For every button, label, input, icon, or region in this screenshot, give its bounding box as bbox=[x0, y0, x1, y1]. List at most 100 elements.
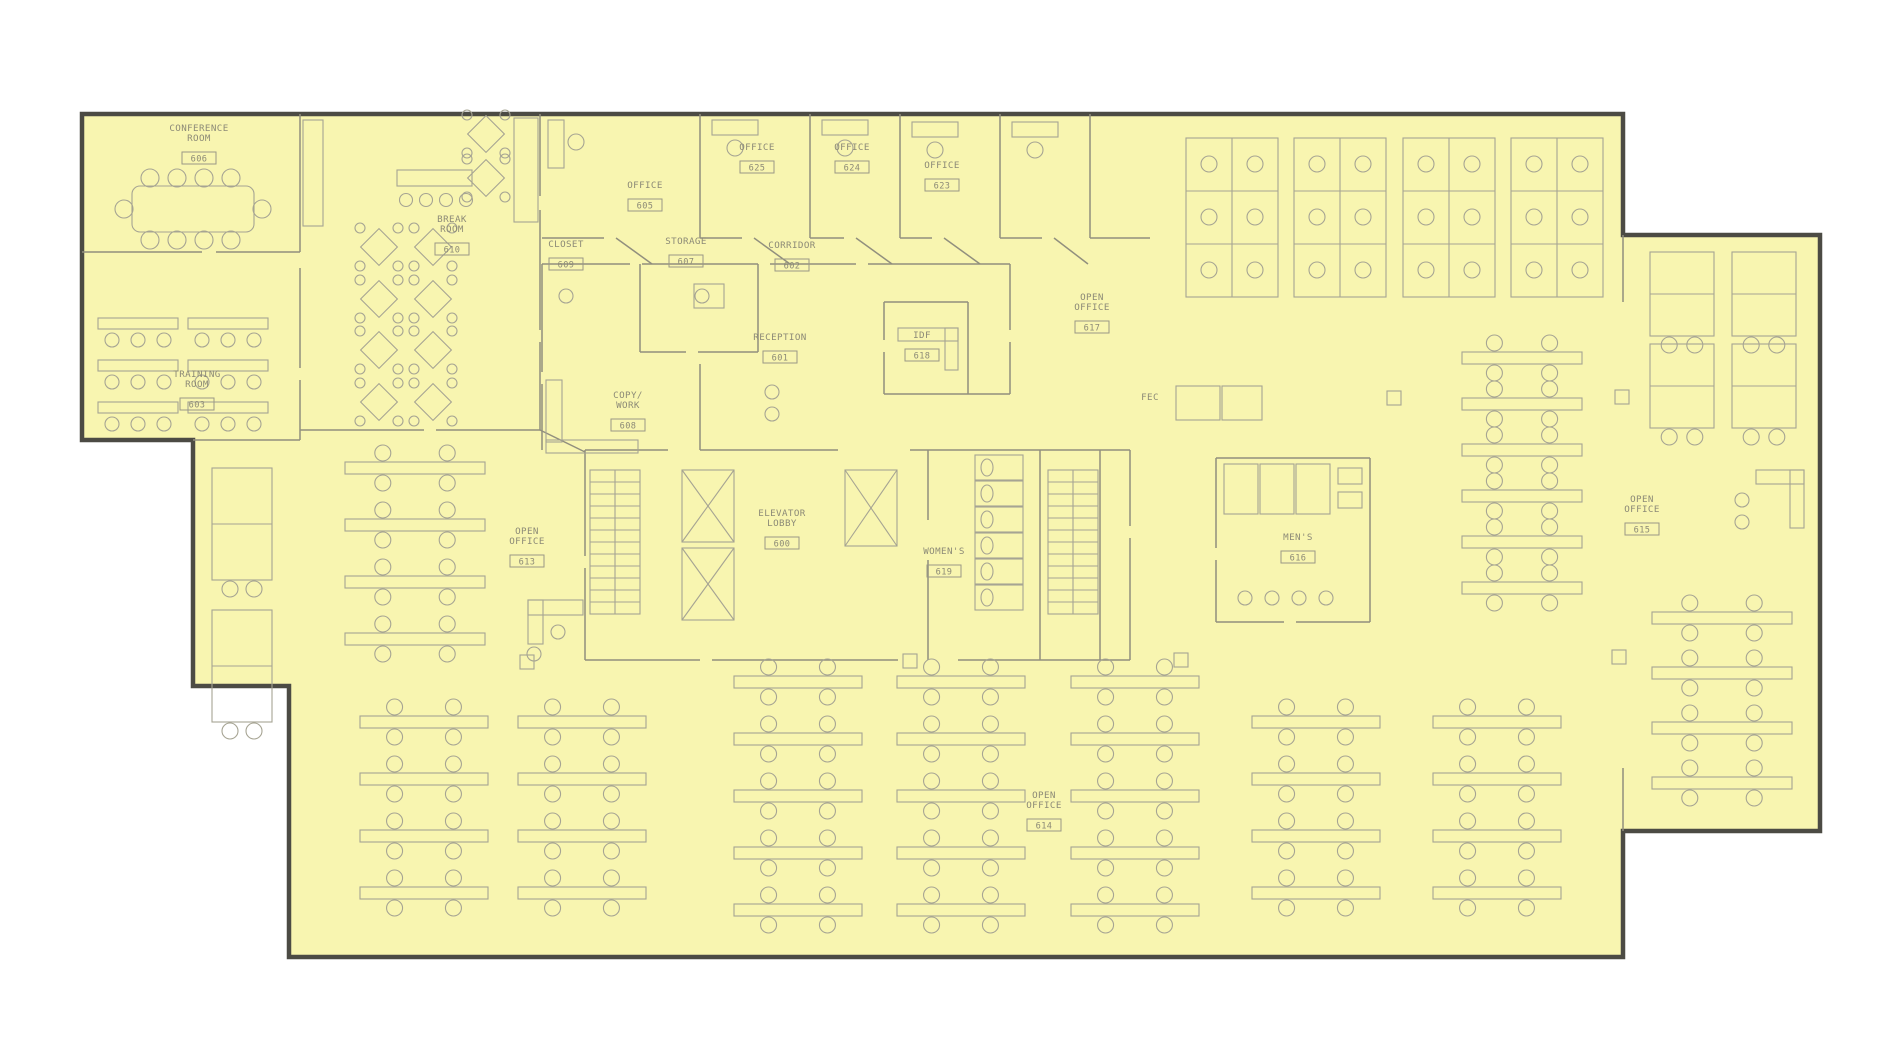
casework-rect bbox=[1175, 385, 1221, 421]
chair-icon bbox=[140, 168, 160, 188]
desk-surface bbox=[896, 903, 1026, 917]
column-icon bbox=[1611, 649, 1627, 665]
room-name: OFFICE bbox=[627, 180, 663, 191]
chair-icon bbox=[438, 531, 456, 549]
room-name: LOBBY bbox=[767, 518, 797, 529]
table-top bbox=[187, 359, 269, 372]
chair-icon bbox=[1308, 208, 1326, 226]
chair-icon bbox=[386, 842, 404, 860]
room-name: FEC bbox=[1141, 392, 1159, 403]
chair-icon bbox=[602, 899, 620, 917]
room-name: RECEPTION bbox=[753, 332, 806, 343]
chair-icon bbox=[1336, 785, 1354, 803]
room-name: IDF bbox=[913, 330, 931, 341]
chair-icon bbox=[1681, 649, 1699, 667]
table-top bbox=[359, 330, 399, 370]
chair-icon bbox=[1459, 899, 1477, 917]
chair-icon bbox=[386, 899, 404, 917]
chair-icon bbox=[1517, 698, 1535, 716]
chair-icon bbox=[1463, 155, 1481, 173]
desk-surface bbox=[733, 789, 863, 803]
chair-icon bbox=[408, 274, 420, 286]
chair-icon bbox=[392, 377, 404, 389]
table-top bbox=[97, 317, 179, 330]
chair-icon bbox=[1742, 336, 1760, 354]
chair-icon bbox=[1097, 658, 1115, 676]
chair-icon bbox=[438, 501, 456, 519]
chair-icon bbox=[461, 147, 473, 159]
chair-icon bbox=[1155, 658, 1173, 676]
chair-icon bbox=[130, 374, 146, 390]
desk-surface bbox=[1251, 715, 1381, 729]
chair-icon bbox=[220, 416, 236, 432]
chair-icon bbox=[1681, 704, 1699, 722]
office-desk bbox=[711, 119, 759, 136]
chair-icon bbox=[1745, 734, 1763, 752]
chair-icon bbox=[1097, 916, 1115, 934]
chair-icon bbox=[1200, 155, 1218, 173]
toilet-icon bbox=[980, 588, 994, 607]
chair-icon bbox=[1681, 759, 1699, 777]
toilet-icon bbox=[980, 536, 994, 555]
toilet-icon bbox=[980, 510, 994, 529]
chair-icon bbox=[923, 859, 941, 877]
chair-icon bbox=[1485, 594, 1503, 612]
desk-surface bbox=[1070, 675, 1200, 689]
desk-surface bbox=[344, 461, 486, 475]
chair-icon bbox=[1768, 336, 1786, 354]
chair-icon bbox=[386, 869, 404, 887]
chair-icon bbox=[1336, 698, 1354, 716]
chair-icon bbox=[499, 153, 511, 165]
interior-wall bbox=[753, 237, 791, 265]
desk-pair bbox=[1731, 251, 1797, 354]
chair-icon bbox=[981, 688, 999, 706]
room-number: 603 bbox=[189, 400, 206, 410]
chair-icon bbox=[140, 230, 160, 250]
chair-icon bbox=[1278, 842, 1296, 860]
break-counter bbox=[396, 169, 474, 208]
elevator-outline bbox=[681, 469, 735, 543]
chair-icon bbox=[760, 658, 778, 676]
room-name: OFFICE bbox=[739, 142, 775, 153]
chair-icon bbox=[1485, 472, 1503, 490]
chair-icon bbox=[818, 859, 836, 877]
chair-icon bbox=[923, 886, 941, 904]
chair-icon bbox=[374, 615, 392, 633]
column-icon bbox=[1614, 389, 1630, 405]
room-name: STORAGE bbox=[665, 236, 707, 247]
chair-icon bbox=[1278, 869, 1296, 887]
desk-surface bbox=[1651, 721, 1793, 735]
chair-icon bbox=[194, 168, 214, 188]
chair-icon bbox=[374, 444, 392, 462]
chair-icon bbox=[1745, 624, 1763, 642]
chair-icon bbox=[1485, 426, 1503, 444]
chair-icon bbox=[104, 374, 120, 390]
cafe-table bbox=[461, 109, 511, 159]
desk-surface bbox=[896, 732, 1026, 746]
cafe-table bbox=[408, 325, 458, 375]
chair-icon bbox=[438, 474, 456, 492]
chair-icon bbox=[446, 325, 458, 337]
room-number-tag bbox=[762, 350, 798, 364]
chair-icon bbox=[444, 755, 462, 773]
chair-icon bbox=[1686, 336, 1704, 354]
room-number-tag bbox=[904, 348, 940, 362]
chair-icon bbox=[1459, 728, 1477, 746]
chair-icon bbox=[1097, 859, 1115, 877]
chair-icon bbox=[1742, 428, 1760, 446]
room-name: WOMEN'S bbox=[923, 546, 965, 557]
chair-icon bbox=[408, 222, 420, 234]
chair-icon bbox=[156, 374, 172, 390]
chair-icon bbox=[194, 332, 210, 348]
chair-icon bbox=[818, 886, 836, 904]
chair-icon bbox=[1463, 208, 1481, 226]
stall-outline bbox=[974, 558, 1024, 585]
chair-icon bbox=[818, 916, 836, 934]
desk-surface bbox=[1070, 789, 1200, 803]
desk-surface bbox=[1461, 443, 1583, 457]
chair-icon bbox=[392, 312, 404, 324]
chair-icon bbox=[1459, 698, 1477, 716]
chair-icon bbox=[981, 916, 999, 934]
